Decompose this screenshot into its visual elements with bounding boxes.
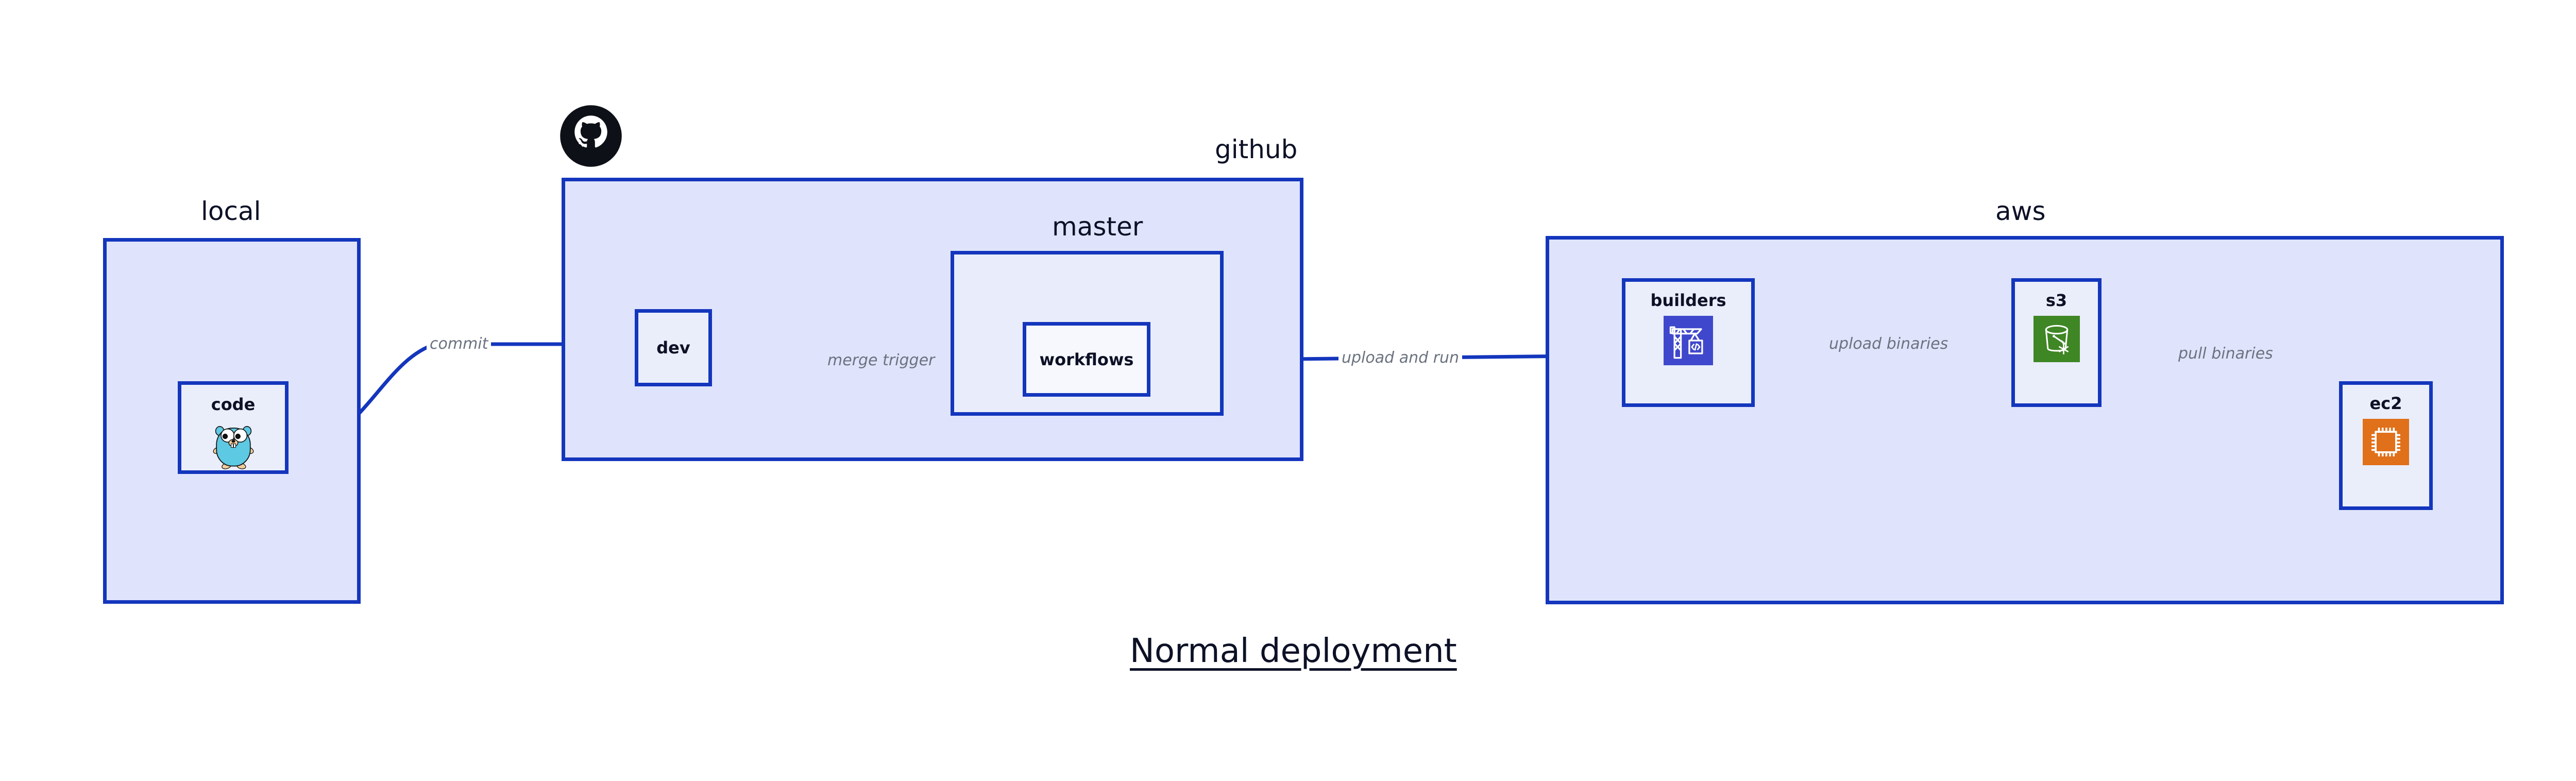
node-ec2[interactable]: ec2	[2339, 381, 2433, 510]
edge-label-upload-and-run: upload and run	[1338, 350, 1463, 366]
node-code-label: code	[211, 395, 256, 414]
node-code[interactable]: code	[178, 381, 289, 474]
github-octocat-icon	[560, 105, 622, 169]
diagram-title: Normal deployment	[1130, 632, 1457, 670]
edge-label-commit: commit	[427, 336, 492, 352]
edge-label-upload-binaries: upload binaries	[1826, 336, 1952, 352]
node-s3-label: s3	[2045, 291, 2067, 310]
group-master-label: master	[1052, 212, 1143, 242]
go-gopher-icon	[209, 420, 258, 471]
node-builders-label: builders	[1650, 291, 1726, 310]
node-workflows[interactable]: workflows	[1023, 322, 1150, 397]
edge-label-pull-binaries: pull binaries	[2175, 346, 2276, 362]
node-s3[interactable]: s3	[2011, 278, 2102, 407]
node-ec2-label: ec2	[2369, 394, 2402, 413]
aws-codebuild-icon	[1664, 316, 1713, 367]
group-local-label: local	[201, 196, 261, 226]
aws-s3-glacier-icon	[2033, 316, 2080, 364]
node-dev[interactable]: dev	[635, 309, 712, 386]
edge-label-merge-trigger: merge trigger	[824, 353, 938, 368]
aws-ec2-icon	[2363, 419, 2409, 467]
node-dev-label: dev	[656, 338, 690, 358]
group-aws-label: aws	[1995, 196, 2046, 226]
group-github-label: github	[1215, 134, 1298, 164]
node-workflows-label: workflows	[1039, 349, 1134, 369]
node-builders[interactable]: builders	[1622, 278, 1755, 407]
